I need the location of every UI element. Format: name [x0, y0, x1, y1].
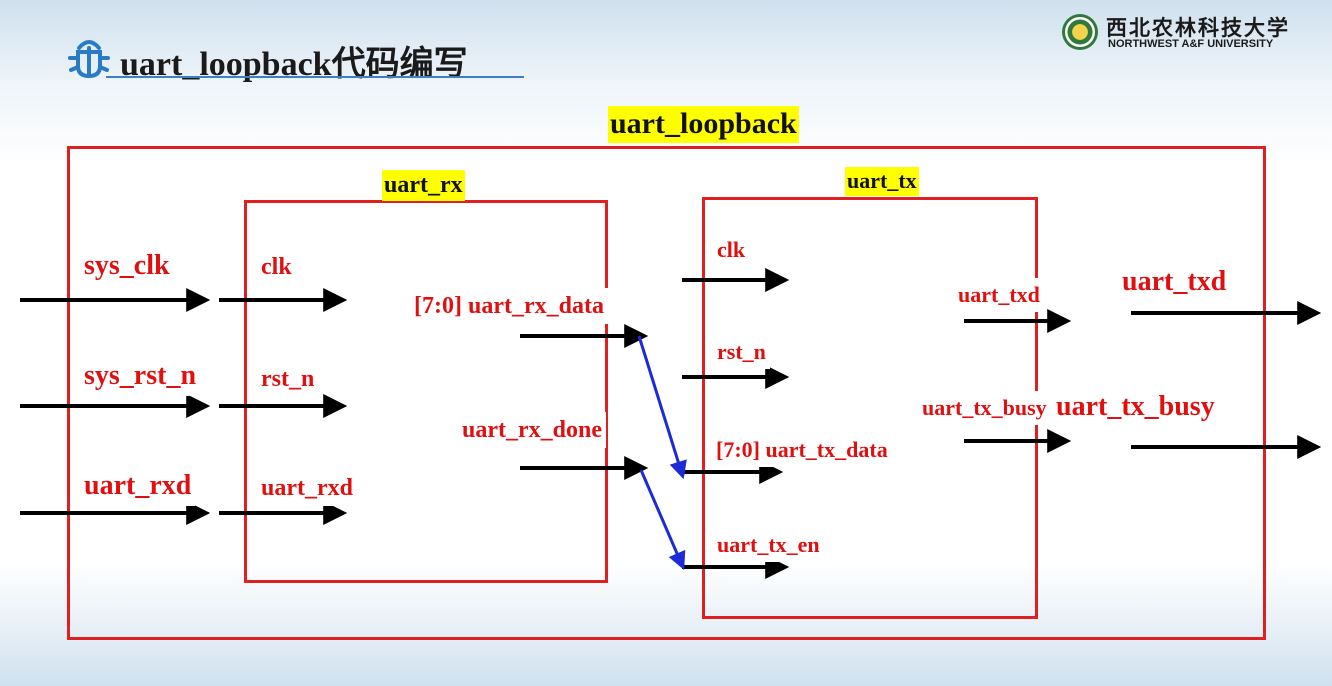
port-label-uart-tx-busy: uart_tx_busy	[1052, 387, 1219, 427]
tx-port-rst-n: rst_n	[713, 335, 770, 369]
port-label-sys-clk: sys_clk	[80, 246, 174, 286]
title-underline	[106, 76, 524, 78]
tx-port-uart-tx-busy: uart_tx_busy	[918, 391, 1051, 425]
port-label-uart-txd: uart_txd	[1118, 262, 1231, 302]
bug-icon	[68, 40, 110, 79]
connector-rx-done-to-tx-en	[639, 469, 686, 570]
university-seal-icon	[1062, 14, 1098, 50]
tx-port-uart-tx-en: uart_tx_en	[713, 528, 824, 562]
university-logo: 西北农林科技大学 NORTHWEST A&F UNIVERSITY	[1062, 10, 1302, 54]
port-label-uart-rxd: uart_rxd	[80, 466, 196, 506]
university-name-en: NORTHWEST A&F UNIVERSITY	[1108, 38, 1274, 50]
module-name-uart-tx: uart_tx	[845, 167, 919, 196]
module-name-uart-rx: uart_rx	[382, 170, 465, 201]
rx-port-uart-rx-data: [7:0] uart_rx_data	[410, 288, 608, 324]
rx-port-uart-rx-done: uart_rx_done	[458, 412, 606, 448]
tx-port-uart-tx-data: [7:0] uart_tx_data	[712, 433, 892, 467]
module-name-uart-loopback: uart_loopback	[608, 106, 799, 143]
rx-port-rst-n: rst_n	[257, 361, 319, 397]
connector-rx-data-to-tx-data	[637, 335, 687, 480]
tx-port-uart-txd: uart_txd	[954, 278, 1044, 312]
page-header: uart_loopback代码编写	[66, 30, 526, 83]
port-label-sys-rst-n: sys_rst_n	[80, 356, 201, 396]
module-box-uart-loopback	[67, 146, 1266, 640]
rx-port-uart-rxd: uart_rxd	[257, 470, 357, 506]
module-box-uart-rx	[244, 200, 608, 583]
rx-port-clk: clk	[257, 249, 296, 285]
tx-port-clk: clk	[713, 233, 750, 267]
university-name-cn: 西北农林科技大学	[1106, 15, 1290, 40]
